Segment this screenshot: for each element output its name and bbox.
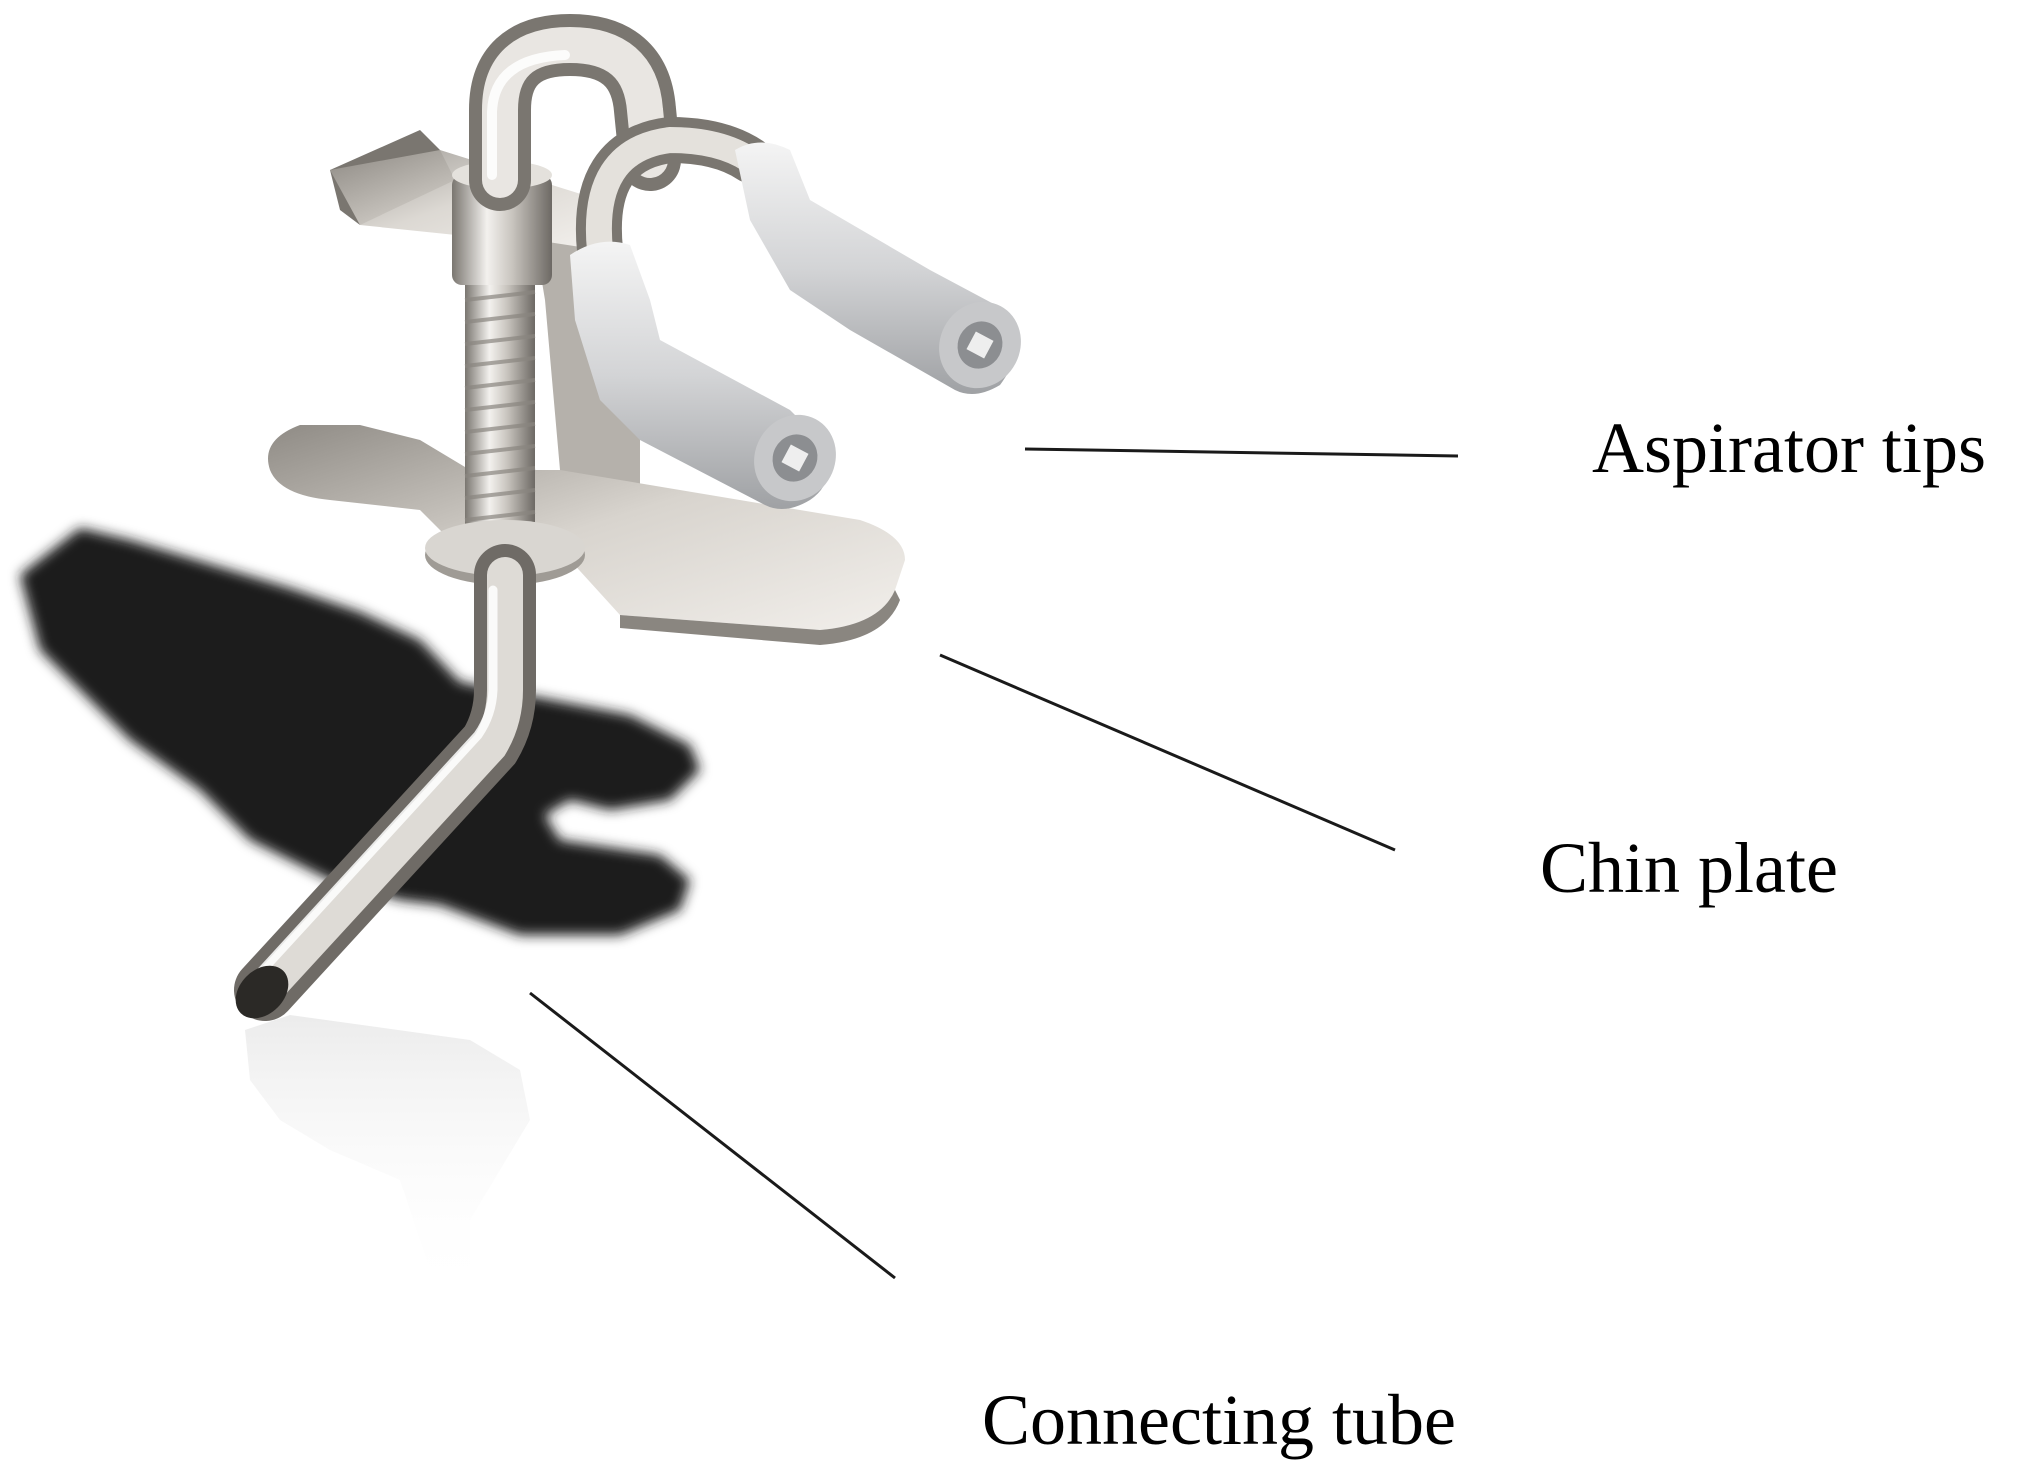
rear-bend-tube — [575, 116, 773, 273]
chin-plate-shape — [268, 425, 905, 645]
label-chin-plate: Chin plate — [1540, 828, 1838, 908]
aspirator-tip-rear — [735, 142, 1021, 394]
threaded-screw — [464, 275, 536, 545]
leader-line-aspirator-tips — [1024, 447, 1459, 458]
label-aspirator-tips: Aspirator tips — [1592, 408, 1986, 488]
leader-lines — [529, 447, 1459, 1280]
tube-reflection — [245, 1015, 530, 1300]
connecting-tube-shape — [234, 544, 536, 1021]
ground-shadow — [20, 528, 700, 935]
leader-line-chin-plate — [939, 653, 1396, 852]
label-connecting-tube: Connecting tube — [982, 1380, 1456, 1460]
u-bend-tube — [469, 13, 681, 211]
leader-line-connecting-tube — [529, 991, 896, 1280]
aspirator-tip-front — [570, 241, 836, 509]
